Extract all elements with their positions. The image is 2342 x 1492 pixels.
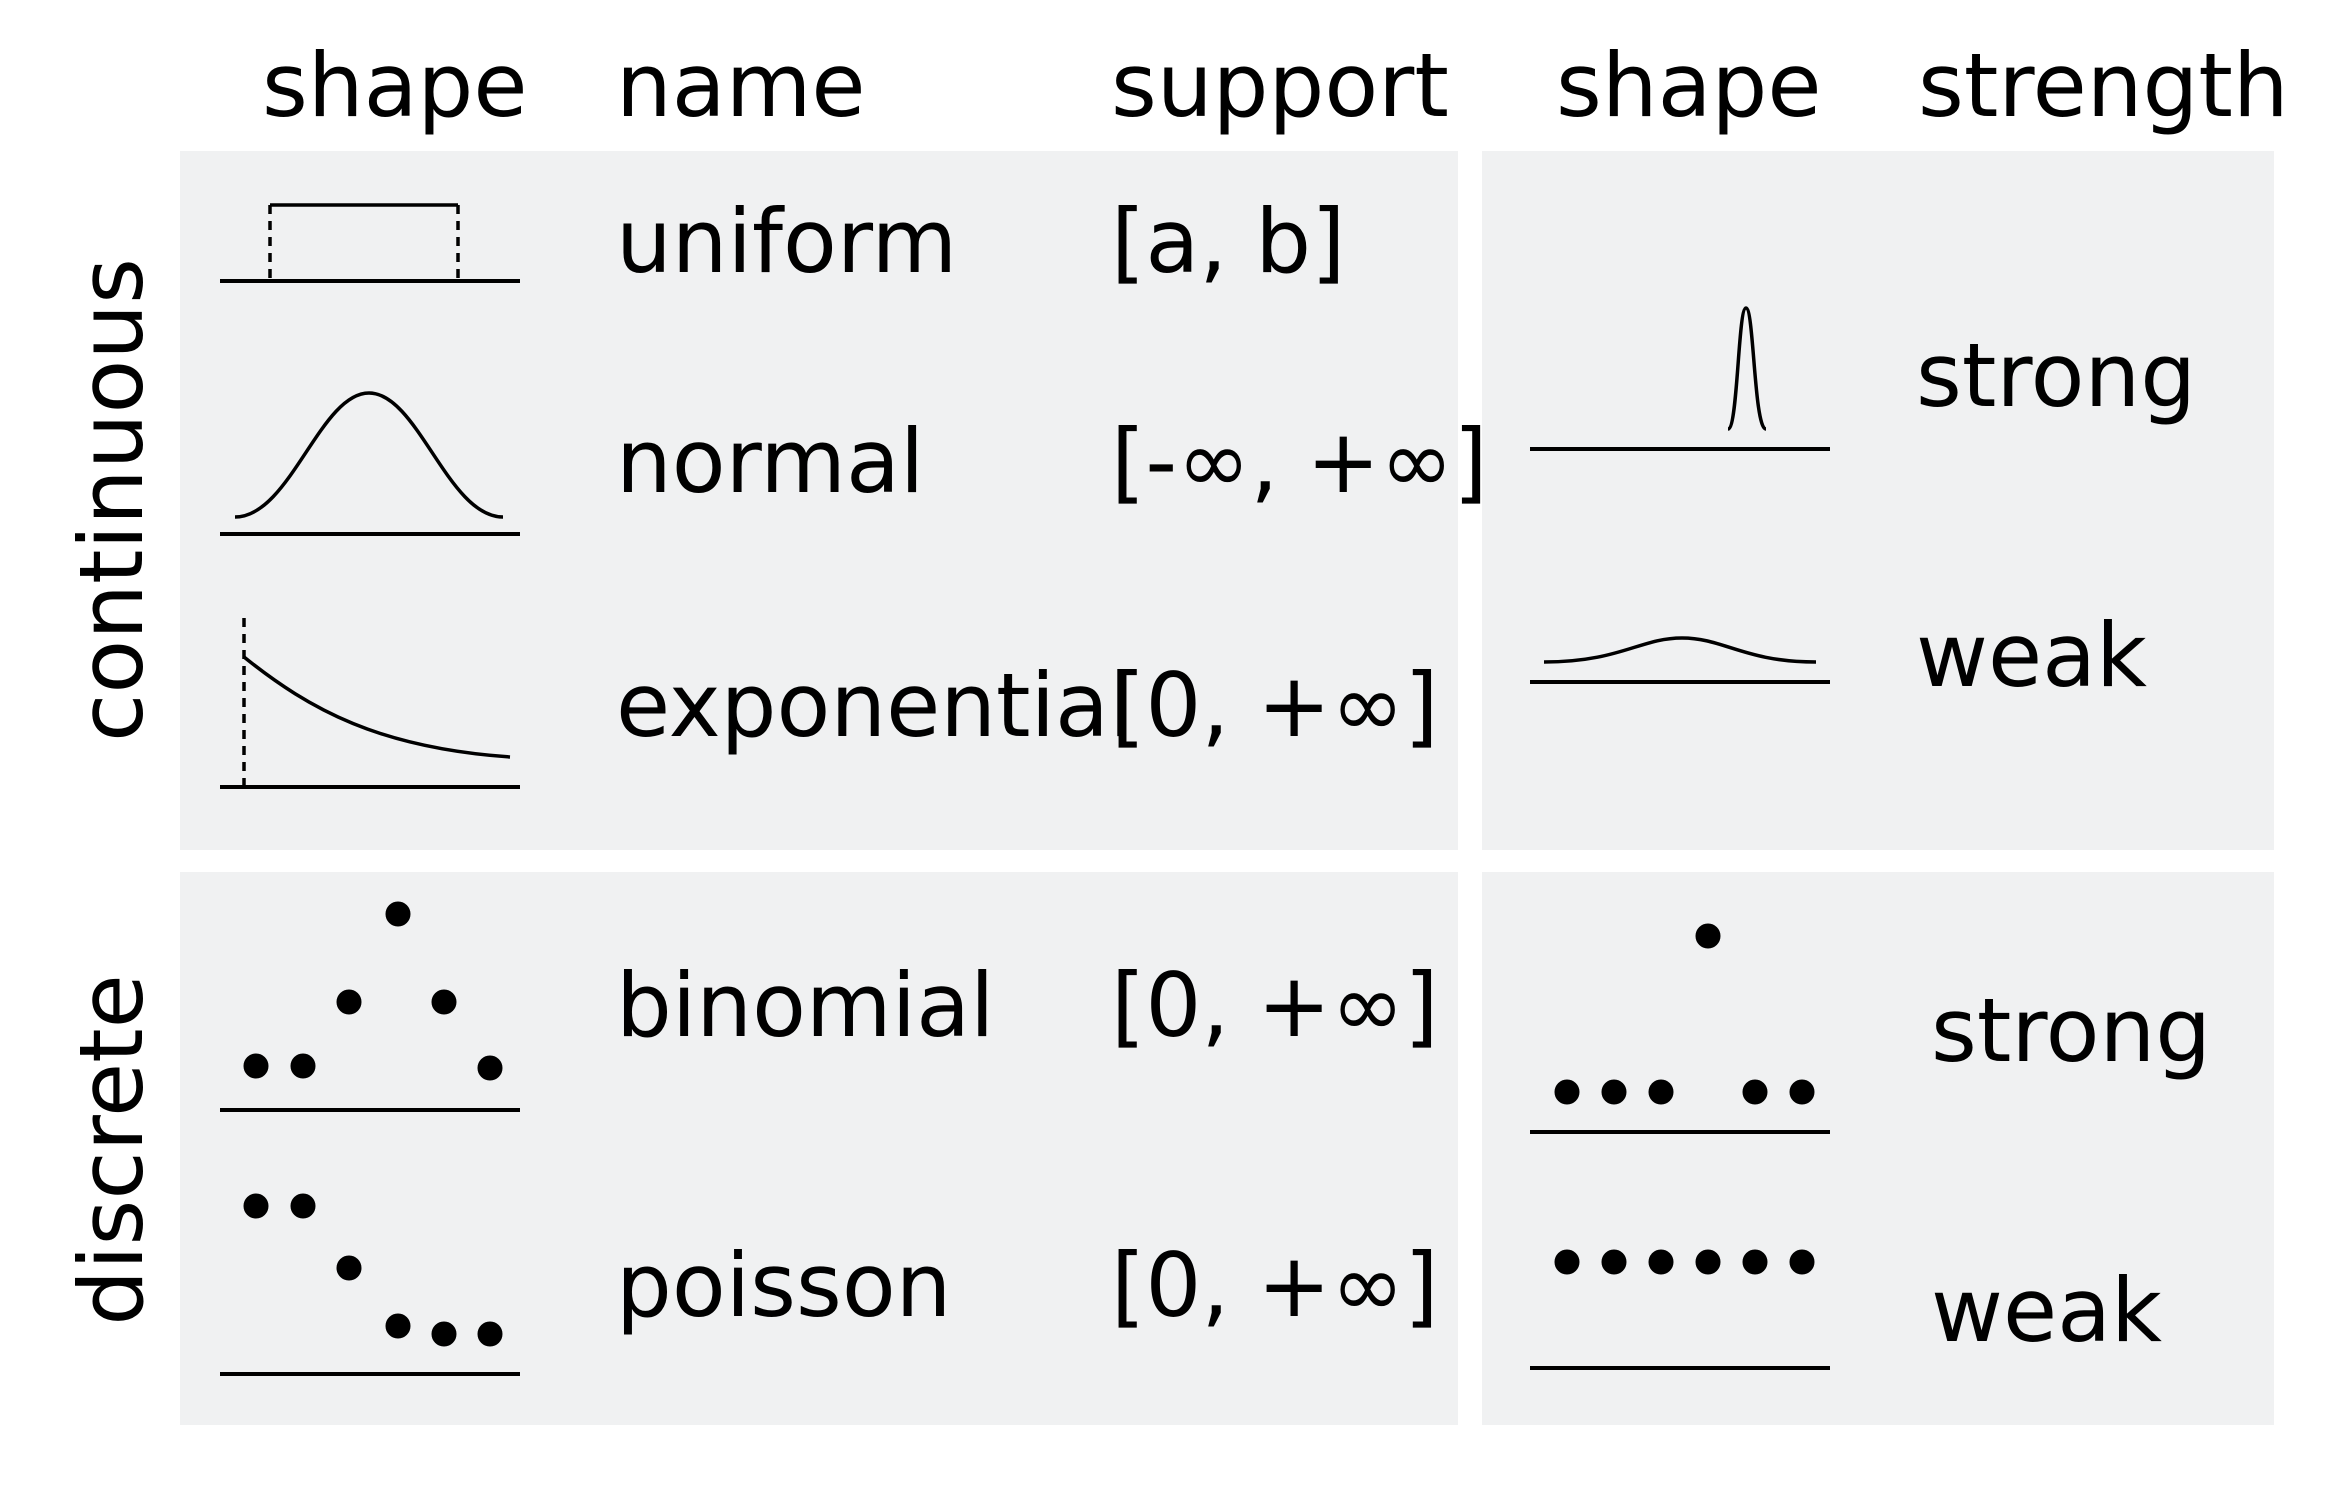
normal-shape-icon: [220, 391, 520, 536]
distribution-name-exponential: exponential: [616, 654, 1134, 757]
panel-discrete-strength: [1482, 872, 2274, 1425]
distribution-name-poisson: poisson: [616, 1234, 952, 1337]
distribution-name-binomial: binomial: [616, 954, 995, 1057]
discrete-weak-shape-icon: [1530, 1249, 1830, 1370]
panel-continuous-strength: [1482, 151, 2274, 850]
distribution-name-uniform: uniform: [616, 190, 958, 293]
exponential-shape-icon: [220, 618, 520, 789]
header-name: name: [616, 34, 866, 137]
strength-discrete-weak: weak: [1931, 1259, 2162, 1362]
support-exponential: [0, +∞]: [1111, 654, 1439, 757]
distribution-name-normal: normal: [616, 410, 925, 513]
strength-continuous-strong: strong: [1916, 324, 2197, 427]
panel-continuous-distributions: [180, 151, 1458, 850]
continuous-weak-shape-icon: [1530, 636, 1830, 684]
support-uniform: [a, b]: [1111, 190, 1346, 293]
header-strength: strength: [1918, 34, 2289, 137]
strength-continuous-weak: weak: [1916, 604, 2147, 707]
support-poisson: [0, +∞]: [1111, 1234, 1439, 1337]
continuous-strong-shape-icon: [1530, 306, 1830, 451]
header-shape-left: shape: [262, 34, 528, 137]
discrete-strong-shape-icon: [1530, 923, 1830, 1134]
support-normal: [-∞, +∞]: [1111, 410, 1488, 513]
uniform-shape-icon: [220, 203, 520, 283]
header-support: support: [1111, 34, 1449, 137]
binomial-shape-icon: [220, 901, 520, 1112]
poisson-shape-icon: [220, 1193, 520, 1376]
header-shape-right: shape: [1556, 34, 1822, 137]
support-binomial: [0, +∞]: [1111, 954, 1439, 1057]
strength-discrete-strong: strong: [1931, 979, 2212, 1082]
